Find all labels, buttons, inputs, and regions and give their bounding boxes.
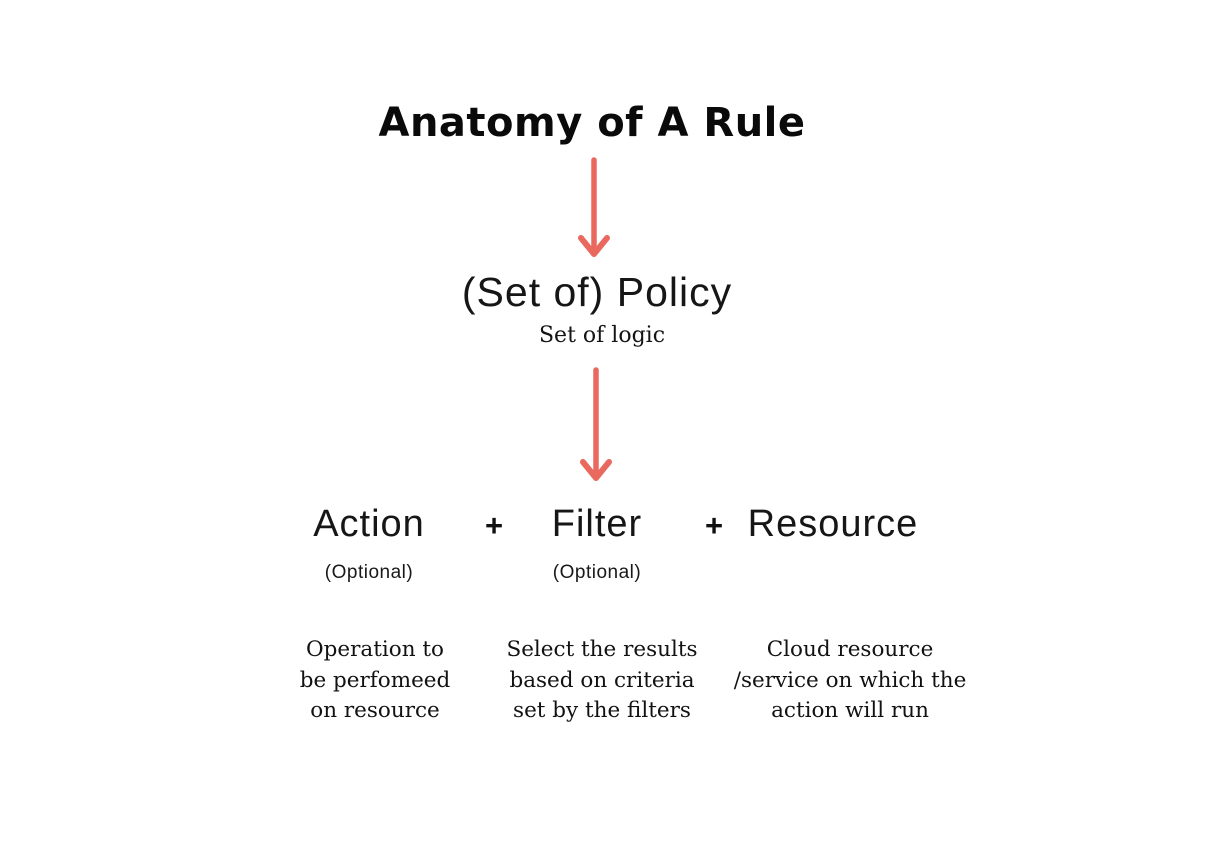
- filter-term-label: Filter: [551, 503, 643, 545]
- arrow-head: [580, 459, 612, 481]
- description-line: be perfomeed: [299, 667, 451, 693]
- filter-optional-note: (Optional): [552, 562, 642, 583]
- resource-term-label: Resource: [747, 503, 919, 545]
- description-line: based on criteria: [509, 667, 695, 693]
- description-line: on resource: [310, 698, 440, 723]
- action-optional-note: (Optional): [324, 562, 414, 583]
- description-line: Operation to: [306, 637, 444, 662]
- diagram-title: Anatomy of A Rule: [378, 100, 806, 146]
- filter-description: Select the results based on criteria set…: [506, 635, 697, 727]
- policy-node-sublabel: Set of logic: [538, 323, 666, 348]
- description-line: /service on which the: [733, 667, 967, 693]
- action-description: Operation to be perfomeed on resource: [300, 635, 451, 727]
- down-arrow-icon: [580, 367, 612, 481]
- description-line: set by the filters: [513, 698, 691, 723]
- down-arrow-icon: [578, 157, 610, 257]
- description-line: Select the results: [506, 637, 698, 662]
- policy-node-label: (Set of) Policy: [461, 269, 733, 315]
- resource-description: Cloud resource /service on which the act…: [734, 635, 967, 727]
- arrow-head: [578, 235, 610, 257]
- plus-operator: +: [704, 508, 724, 543]
- description-line: Cloud resource: [766, 637, 934, 662]
- action-term-label: Action: [313, 503, 425, 545]
- plus-operator: +: [484, 508, 504, 543]
- description-line: action will run: [771, 698, 929, 723]
